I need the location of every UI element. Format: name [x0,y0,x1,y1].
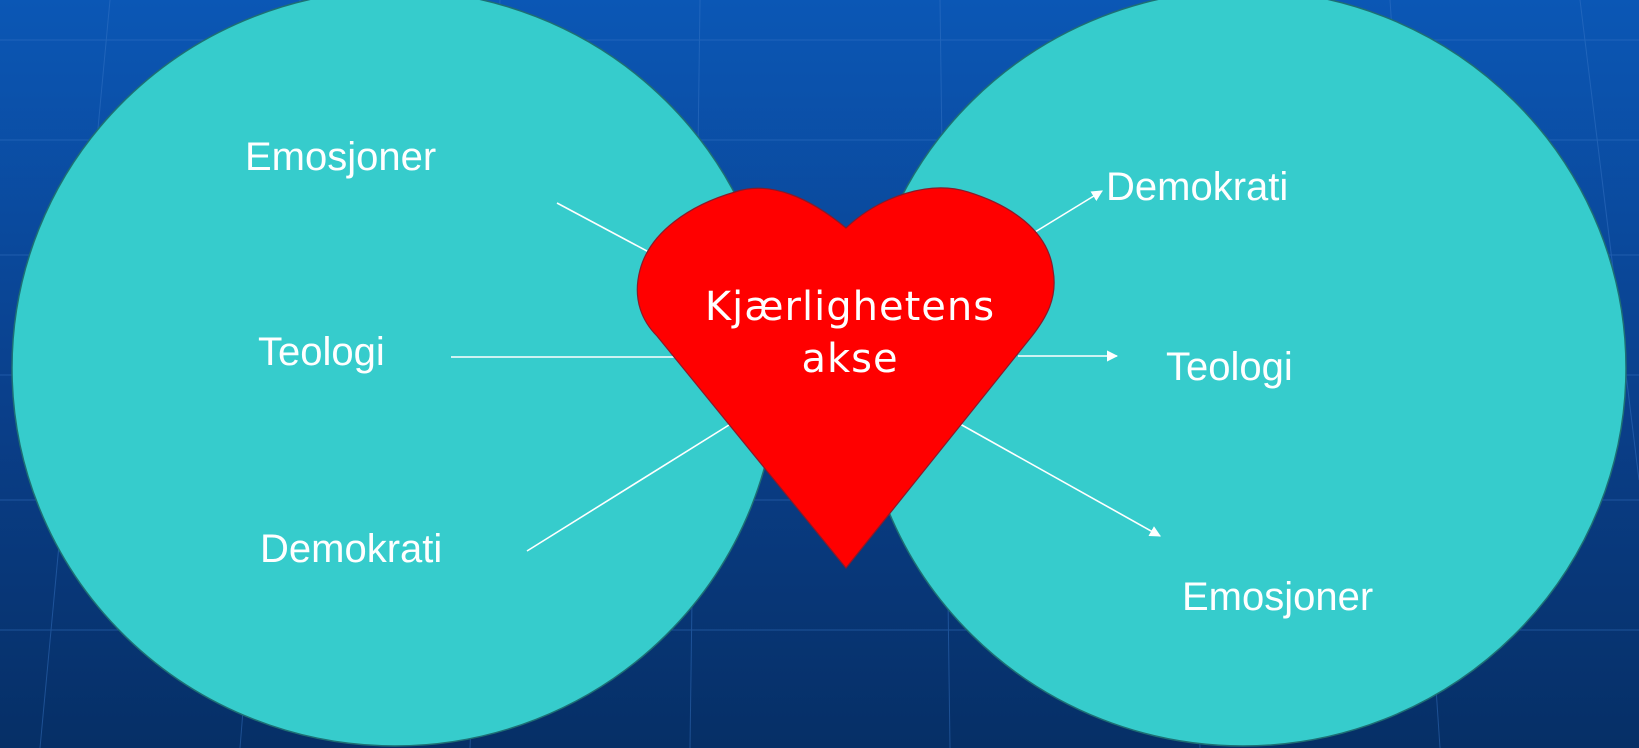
arrow-right-demokrati [1034,190,1103,233]
right-label-demokrati: Demokrati [1106,165,1288,209]
left-label-demokrati: Demokrati [260,527,442,571]
heart-label-line1: Kjærlighetens [705,284,995,330]
left-circle [11,0,779,747]
heart-label-line2: akse [801,336,898,382]
arrow-right-emosjoner [959,423,1161,537]
left-label-teologi: Teologi [258,330,385,374]
heart-shape [636,187,1055,569]
right-label-teologi: Teologi [1166,345,1293,389]
right-label-emosjoner: Emosjoner [1182,575,1373,619]
left-label-emosjoner: Emosjoner [245,135,436,179]
connector-left-demokrati [526,419,738,552]
connector-left-emosjoner [556,202,661,259]
